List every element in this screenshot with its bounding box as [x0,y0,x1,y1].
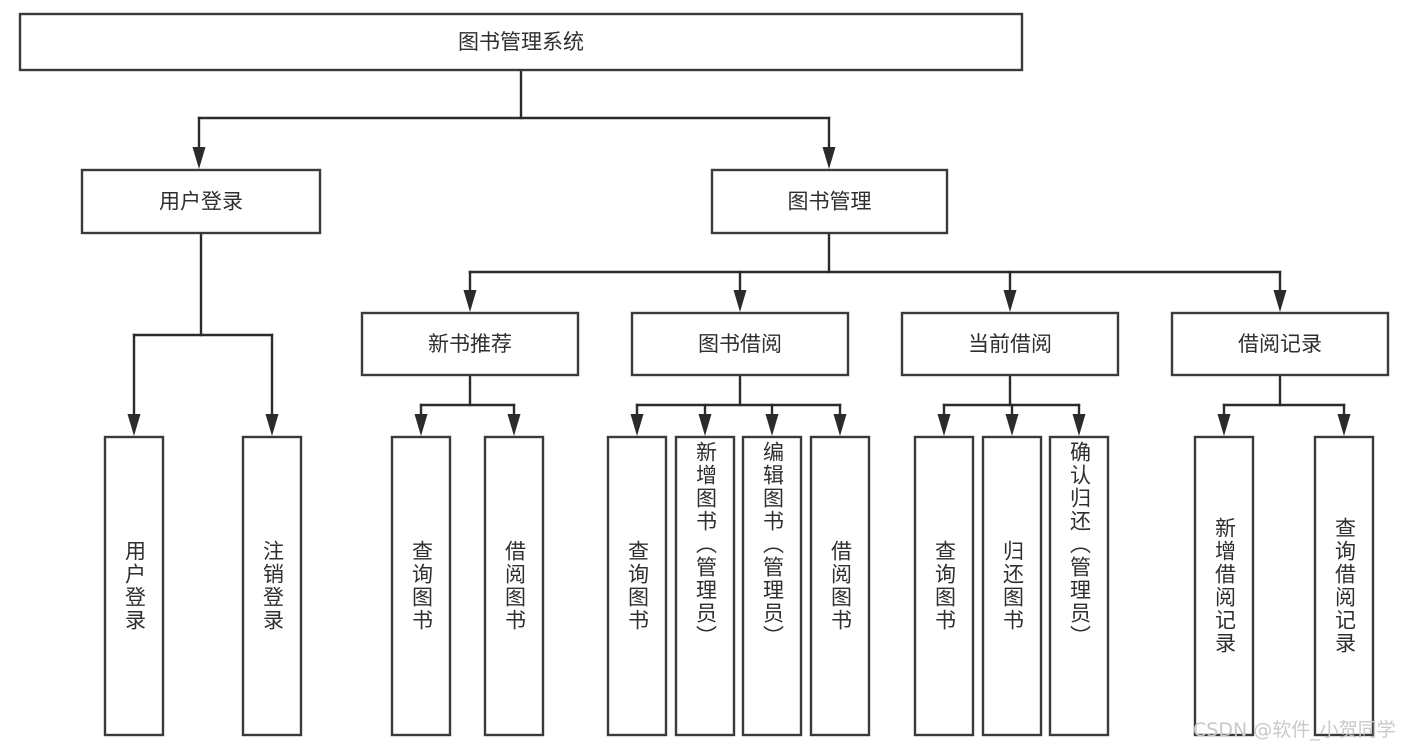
arrow-head-icon [192,147,206,169]
connector-new-book-rec-to-leaves [414,373,521,436]
node-box-book-manage[interactable] [710,168,949,235]
node-label-user-login: 用户登录 [159,190,243,214]
arrow-head-icon [822,147,836,169]
node-box-current-borrow[interactable] [900,311,1120,377]
arrow-head-icon [414,414,428,436]
arrow-head-icon [833,414,847,436]
arrow-head-icon [1072,414,1086,436]
node-box-book-borrow[interactable] [630,311,850,377]
connector-book-manage-to-level3 [463,231,1287,312]
node-box-user-login[interactable] [80,168,322,235]
node-box-leaf-confirm-return[interactable] [1048,435,1110,737]
node-box-leaf-edit-book[interactable] [741,435,803,737]
node-box-borrow-record[interactable] [1170,311,1390,377]
node-box-leaf-borrow-book-2[interactable] [809,435,871,737]
node-box-leaf-query-book-2[interactable] [606,435,668,737]
node-boxes-layer [18,12,1390,737]
node-label-current-borrow: 当前借阅 [968,332,1052,356]
arrow-head-icon [265,414,279,436]
node-box-leaf-query-book-3[interactable] [913,435,975,737]
arrow-head-icon [463,290,477,312]
arrow-head-icon [1005,414,1019,436]
node-label-borrow-record: 借阅记录 [1238,332,1322,356]
node-label-new-book-rec: 新书推荐 [428,332,512,356]
arrow-head-icon [1003,290,1017,312]
node-box-leaf-add-record[interactable] [1193,435,1255,737]
node-box-leaf-borrow-book-1[interactable] [483,435,545,737]
arrow-head-icon [127,414,141,436]
node-box-leaf-add-book[interactable] [674,435,736,737]
arrow-head-icon [698,414,712,436]
node-label-book-manage: 图书管理 [788,190,872,214]
arrow-head-icon [1217,414,1231,436]
connector-borrow-record-to-leaves [1217,373,1351,436]
arrow-head-icon [507,414,521,436]
node-box-new-book-rec[interactable] [360,311,580,377]
node-box-leaf-return-book[interactable] [981,435,1043,737]
node-box-leaf-query-record[interactable] [1313,435,1375,737]
arrow-head-icon [937,414,951,436]
connector-user-login-to-leaves [127,231,279,436]
node-box-root[interactable] [18,12,1024,72]
connector-root-to-level2 [192,68,836,169]
connectors-layer [127,68,1351,436]
connector-current-borrow-to-leaves [937,373,1086,436]
connector-book-borrow-to-leaves [630,373,847,436]
node-box-leaf-query-book-1[interactable] [390,435,452,737]
csdn-watermark: CSDN @软件_小贺同学 [1193,719,1396,741]
arrow-head-icon [733,290,747,312]
node-label-root: 图书管理系统 [458,30,584,54]
node-box-leaf-logout[interactable] [241,435,303,737]
arrow-head-icon [1337,414,1351,436]
node-label-book-borrow: 图书借阅 [698,332,782,356]
arrow-head-icon [765,414,779,436]
arrow-head-icon [1273,290,1287,312]
arrow-head-icon [630,414,644,436]
node-box-leaf-user-login[interactable] [103,435,165,737]
